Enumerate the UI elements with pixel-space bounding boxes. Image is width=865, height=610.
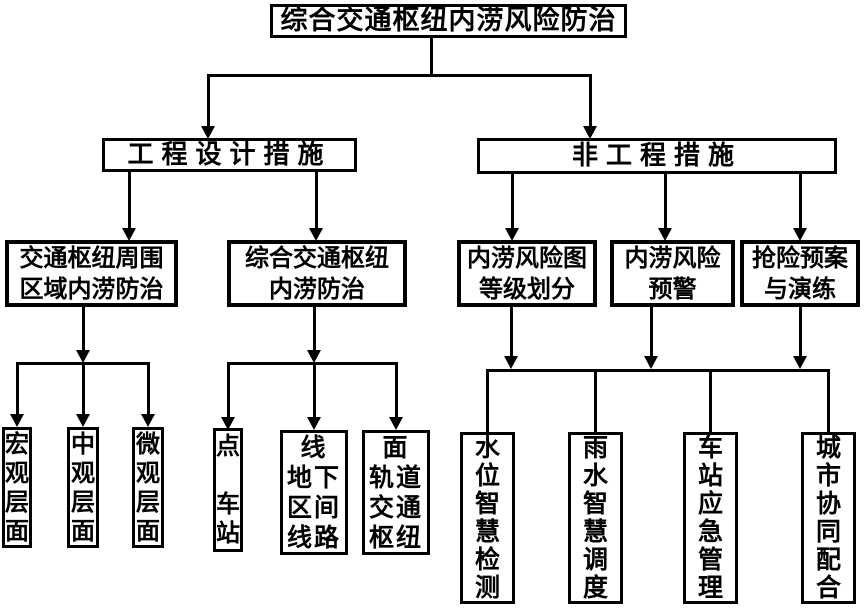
node-rescue-plan-drill: 抢险预案 与演练 (740, 240, 860, 307)
connector-line (799, 307, 802, 357)
connector-line (827, 372, 830, 432)
connector-line (709, 372, 712, 432)
node-micro-level: 微 观 层 面 (132, 427, 164, 548)
connector-line (664, 174, 667, 228)
arrowhead-down (307, 350, 321, 363)
arrowhead-down (505, 228, 519, 241)
connector-line (395, 365, 398, 418)
arrowhead-down (793, 228, 807, 241)
arrowhead-down (307, 417, 321, 430)
arrowhead-down (10, 414, 24, 427)
connector-line (799, 174, 802, 228)
arrowhead-down (122, 228, 136, 241)
arrowhead-down (658, 228, 672, 241)
connector-line (313, 365, 316, 418)
connector-line (430, 38, 433, 74)
arrowhead-down (644, 356, 658, 369)
connector-line (315, 172, 318, 228)
node-line-underground-section: 线 地下 区间 线路 (280, 430, 348, 555)
arrowhead-down (583, 126, 597, 139)
arrowhead-down (309, 228, 323, 241)
connector-line (486, 369, 830, 372)
connector-line (207, 74, 592, 77)
node-non-engineering-measures: 非工程措施 (477, 138, 837, 174)
node-root: 综合交通枢纽内涝风险防治 (270, 4, 627, 38)
connector-line (147, 365, 150, 415)
connector-line (589, 74, 592, 126)
node-hub-surrounding-area: 交通枢纽周围 区域内涝防治 (5, 240, 178, 307)
node-macro-level: 宏 观 层 面 (2, 427, 32, 548)
connector-line (510, 307, 513, 357)
connector-line (486, 372, 489, 432)
connector-line (16, 362, 150, 365)
connector-line (207, 74, 210, 126)
node-hub-internal: 综合交通枢纽 内涝防治 (227, 240, 407, 307)
node-risk-map-grading: 内涝风险图 等级划分 (457, 240, 597, 307)
connector-line (594, 372, 597, 432)
arrowhead-down (221, 417, 235, 430)
connector-line (650, 307, 653, 357)
connector-line (128, 172, 131, 228)
node-water-level-monitoring: 水 位 智 慧 检 测 (460, 432, 515, 604)
arrowhead-down (76, 350, 90, 363)
node-station-emergency-mgmt: 车 站 应 急 管 理 (683, 432, 738, 604)
arrowhead-down (141, 414, 155, 427)
connector-line (82, 307, 85, 350)
connector-line (16, 365, 19, 415)
node-surface-rail-hub: 面 轨道 交通 枢纽 (362, 430, 430, 555)
connector-line (511, 174, 514, 228)
node-risk-warning: 内涝风险 预警 (610, 240, 735, 307)
connector-line (82, 365, 85, 415)
connector-line (313, 307, 316, 350)
arrowhead-down (793, 356, 807, 369)
arrowhead-down (389, 417, 403, 430)
arrowhead-down (76, 414, 90, 427)
arrowhead-down (201, 126, 215, 139)
node-meso-level: 中 观 层 面 (67, 427, 99, 548)
node-city-coordination: 城 市 协 同 配 合 (801, 432, 856, 604)
node-point-station: 点 车 站 (213, 428, 243, 552)
node-rainwater-dispatch: 雨 水 智 慧 调 度 (568, 432, 623, 604)
node-engineering-measures: 工程设计措施 (102, 138, 357, 172)
arrowhead-down (504, 356, 518, 369)
connector-line (227, 362, 398, 365)
connector-line (227, 365, 230, 418)
